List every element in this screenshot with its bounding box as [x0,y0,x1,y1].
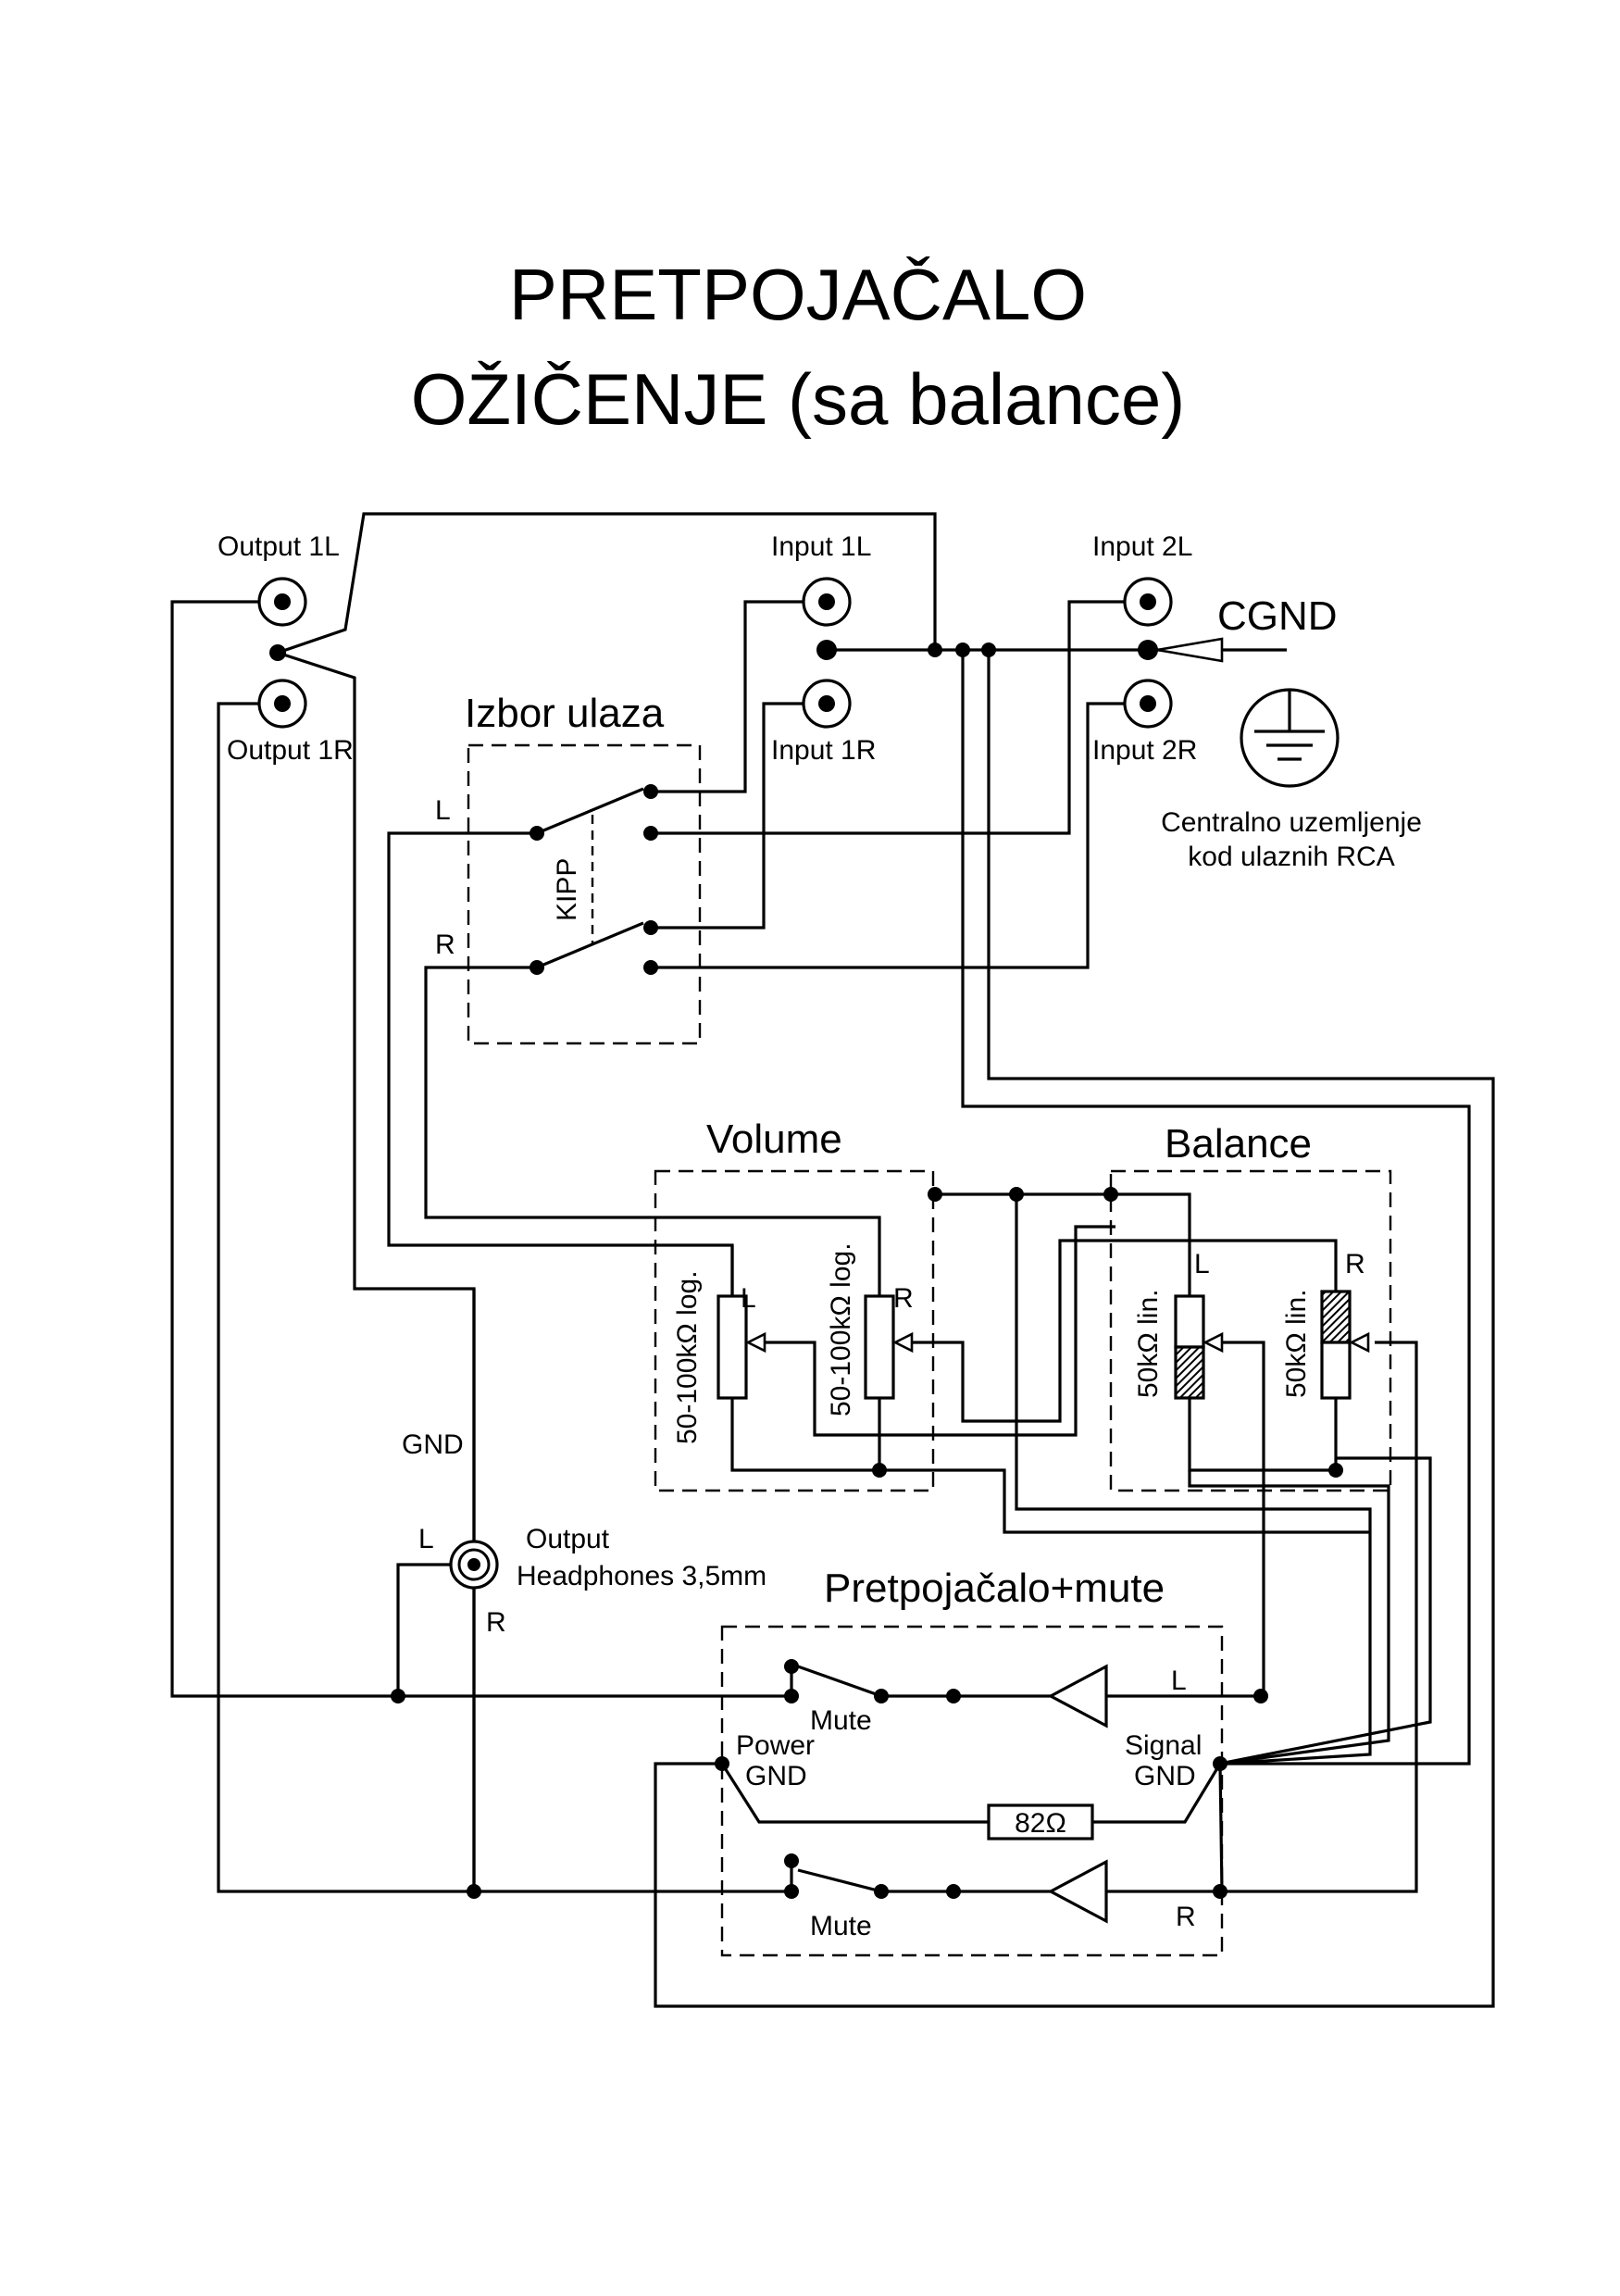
volume-pot-l-label: L [741,1283,756,1314]
selector-box [467,743,702,1045]
output-1r-label: Output 1R [227,735,354,766]
balance-title: Balance [1165,1121,1312,1167]
volume-box [654,1169,935,1492]
balance-box [1109,1169,1392,1492]
title-line-1: PRETPOJAČALO [509,254,1087,335]
headphone-output-line-1: Output [526,1524,610,1554]
cgnd-label: CGND [1217,593,1338,639]
balance-pot-r-value: 50kΩ lin. [1281,1290,1312,1398]
rca-input-2l [1123,577,1173,627]
rca-output-1r [257,679,307,729]
rca-input-1r [802,679,852,729]
output-1l-label: Output 1L [218,531,340,562]
preamp-mute-switch-top [784,1659,961,1703]
volume-pot-r-label: R [893,1283,914,1314]
rca-input-2r [1123,679,1173,729]
input-2r-label: Input 2R [1092,735,1197,766]
preamp-title: Pretpojačalo+mute [824,1566,1165,1611]
kipp-label: KIPP [552,858,582,921]
resistor-82-ohm [987,1803,1094,1841]
ground-symbol-icon [1156,637,1340,788]
volume-title: Volume [706,1117,842,1162]
selector-right-label: R [435,930,455,960]
balance-pot-l [1174,1294,1224,1444]
balance-pot-r [1320,1290,1370,1444]
headphone-jack-icon [449,1540,499,1590]
power-gnd-label-line-2: GND [745,1761,807,1791]
mute-top-label: Mute [810,1705,872,1736]
balance-pot-l-value: 50kΩ lin. [1133,1290,1164,1398]
volume-pot-r-value: 50-100kΩ log. [826,1242,856,1416]
signal-gnd-label-line-1: Signal [1125,1730,1202,1761]
resistor-label: 82Ω [1015,1808,1066,1839]
mute-bottom-label: Mute [810,1911,872,1941]
volume-pot-l-value: 50-100kΩ log. [672,1270,703,1444]
wires [170,512,1495,2008]
balance-pot-l-label: L [1194,1249,1210,1279]
input-2l-label: Input 2L [1092,531,1192,562]
signal-gnd-label-line-2: GND [1134,1761,1196,1791]
headphone-right-label: R [486,1607,506,1638]
balance-pot-r-label: R [1345,1249,1365,1279]
central-ground-note-line-2: kod ulaznih RCA [1188,842,1394,872]
headphone-left-label: L [418,1524,434,1554]
volume-pot-r [864,1294,914,1444]
input-1r-label: Input 1R [771,735,876,766]
preamp-box [720,1625,1224,1957]
amplifier-r-icon [1047,1859,1108,1924]
selector-title: Izbor ulaza [465,691,665,736]
amplifier-l-icon [1047,1664,1108,1728]
preamp-mute-switch-bottom [784,1853,961,1899]
title-line-2: OŽIČENJE (sa balance) [411,358,1186,440]
kipp-switch [530,784,658,975]
input-1l-label: Input 1L [771,531,871,562]
central-ground-note-line-1: Centralno uzemljenje [1161,807,1422,838]
selector-left-label: L [435,795,451,826]
rca-output-1l [257,577,307,627]
rca-input-1l [802,577,852,627]
junction-dots [269,640,1343,1899]
power-gnd-label-line-1: Power [736,1730,815,1761]
gnd-label: GND [402,1429,464,1460]
preamp-left-label: L [1171,1666,1187,1696]
volume-pot-l [717,1245,766,1444]
headphone-output-line-2: Headphones 3,5mm [517,1561,766,1591]
preamp-right-label: R [1176,1902,1196,1932]
